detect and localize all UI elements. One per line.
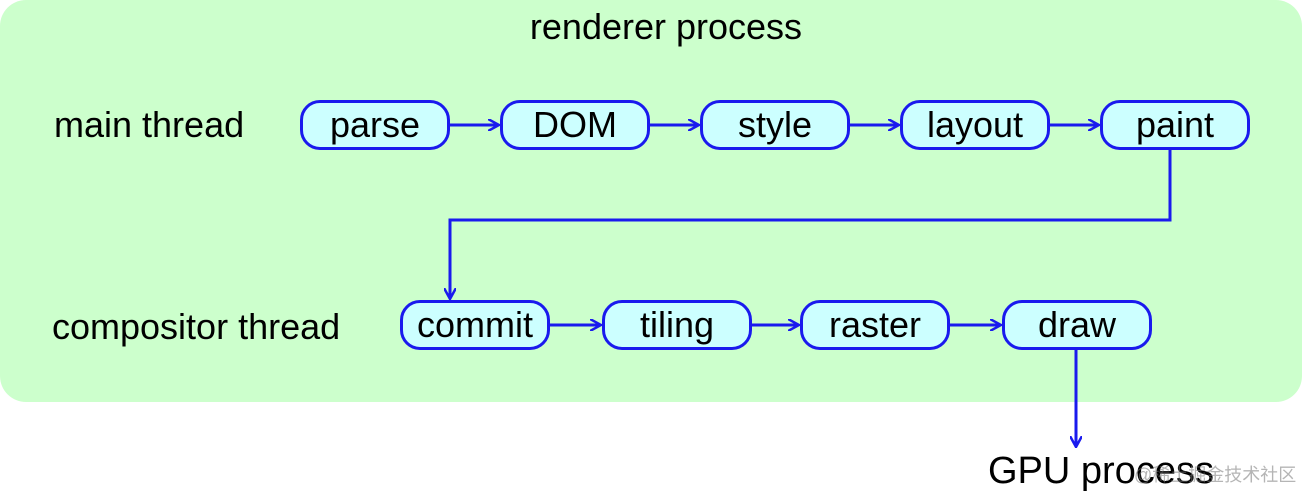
node-style: style — [700, 100, 850, 150]
node-paint: paint — [1100, 100, 1250, 150]
gpu-process-label: GPU process — [988, 450, 1214, 492]
main-thread-label: main thread — [54, 104, 245, 145]
watermark: @稀土掘金技术社区 — [1134, 465, 1297, 485]
node-parse: parse — [300, 100, 450, 150]
process-title: renderer process — [529, 6, 803, 47]
node-draw: draw — [1002, 300, 1152, 350]
node-tiling: tiling — [602, 300, 752, 350]
node-layout: layout — [900, 100, 1050, 150]
edge-paint-commit — [450, 150, 1172, 298]
compositor-thread-label: compositor thread — [52, 306, 341, 347]
node-raster: raster — [800, 300, 950, 350]
node-commit: commit — [400, 300, 550, 350]
renderer-process-container: renderer process main thread compositor … — [0, 0, 1302, 402]
node-dom: DOM — [500, 100, 650, 150]
